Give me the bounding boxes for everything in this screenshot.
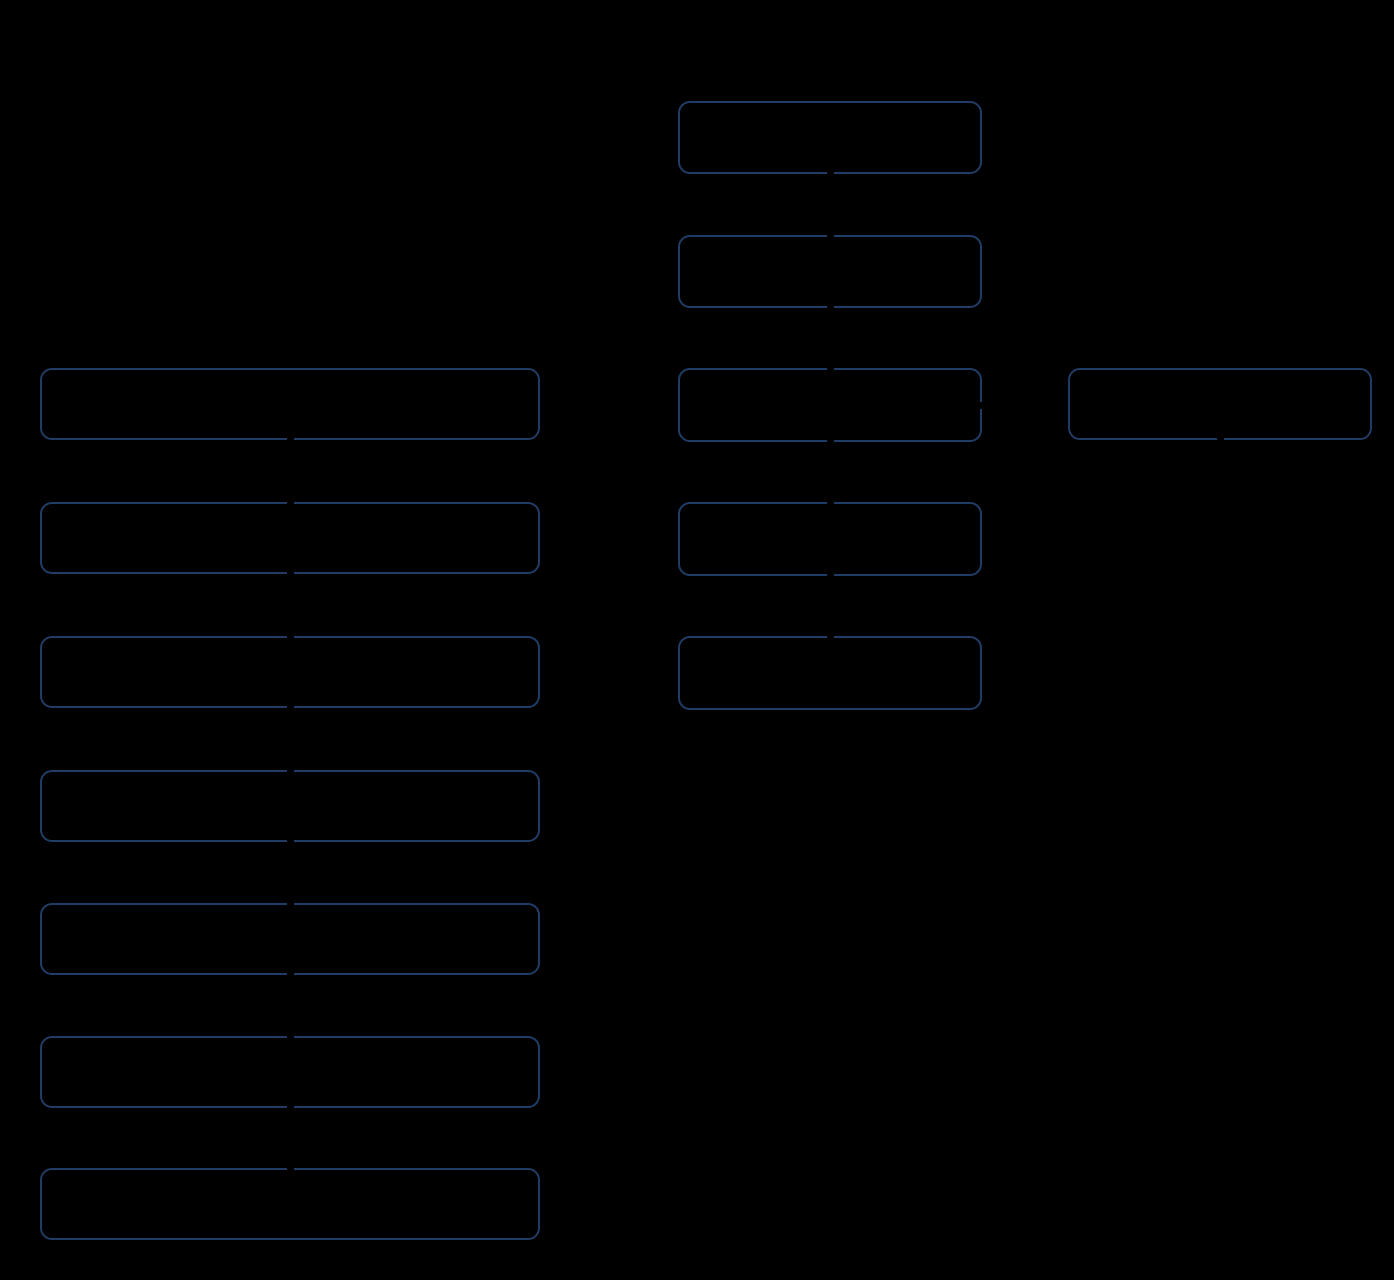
flowchart-node-middle-3 (678, 368, 982, 442)
flowchart-node-left-1 (40, 368, 540, 440)
flowchart-node-left-7 (40, 1168, 540, 1240)
connector-gap-left-5-top (286, 900, 294, 908)
flowchart-node-middle-2 (678, 235, 982, 308)
flowchart-node-left-4 (40, 770, 540, 842)
connector-gap-left-3-top (286, 633, 294, 641)
connector-gap-middle-2-bottom (826, 303, 834, 311)
flowchart-node-left-6 (40, 1036, 540, 1108)
connector-gap-left-4-bottom (286, 837, 294, 845)
connector-gap-left-6-bottom (286, 1103, 294, 1111)
connector-gap-middle-3-top (826, 365, 834, 373)
connector-gap-left-5-bottom (286, 970, 294, 978)
connector-gap-middle-3-bottom (826, 437, 834, 445)
flowchart-node-left-2 (40, 502, 540, 574)
connector-gap-middle-1-bottom (826, 169, 834, 177)
flowchart-node-left-5 (40, 903, 540, 975)
flowchart-node-middle-1 (678, 101, 982, 174)
connector-gap-middle-3-right (977, 401, 985, 409)
connector-gap-left-6-top (286, 1033, 294, 1041)
flowchart-node-left-3 (40, 636, 540, 708)
flowchart-node-right-1 (1068, 368, 1372, 440)
connector-gap-left-4-top (286, 767, 294, 775)
connector-gap-middle-4-bottom (826, 571, 834, 579)
connector-gap-middle-4-top (826, 499, 834, 507)
connector-gap-left-3-bottom (286, 703, 294, 711)
connector-gap-left-2-top (286, 499, 294, 507)
flowchart-node-middle-4 (678, 502, 982, 576)
connector-gap-middle-5-top (826, 633, 834, 641)
connector-gap-left-7-top (286, 1165, 294, 1173)
connector-gap-middle-2-top (826, 232, 834, 240)
connector-gap-left-1-bottom (286, 435, 294, 443)
connector-gap-right-1-bottom (1216, 435, 1224, 443)
connector-gap-left-2-bottom (286, 569, 294, 577)
flowchart-node-middle-5 (678, 636, 982, 710)
